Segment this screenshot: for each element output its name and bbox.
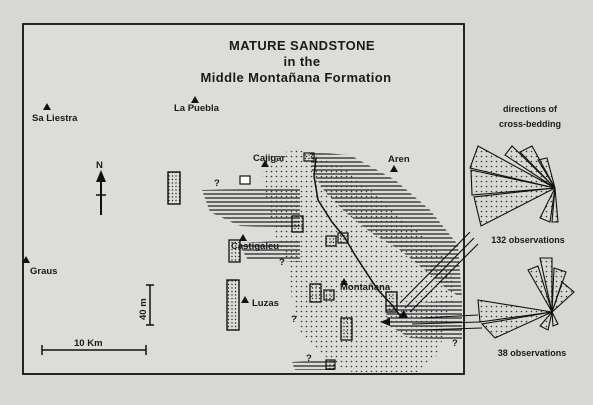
question-mark: ? [291,314,297,325]
horizontal-scale-label: 10 Km [74,338,103,349]
place-label-aren: Aren [388,154,410,165]
vertical-scale-label: 40 m [138,298,149,320]
sandstone-boundary-line [313,157,403,319]
location-marker [380,318,390,326]
hatched-area-castigaleu [238,240,300,262]
column-symbol [239,175,251,185]
question-mark: ? [214,178,220,189]
column-symbol [323,289,335,301]
north-label: N [96,160,103,171]
map-title-line2: in the [283,54,320,69]
column-symbol [385,291,398,313]
question-mark: ? [306,353,312,364]
rose-heading-line1: directions of [503,104,558,114]
rose1-observations-label: 132 observations [491,235,565,245]
direction-arrows [399,231,483,331]
column-symbol [309,283,322,303]
column-symbol [340,317,353,341]
place-label-castigaleu: Castigaleu [231,241,279,252]
column-symbol [228,239,241,263]
question-mark: ? [452,338,458,349]
column-symbol [291,215,304,233]
rose2-observations-label: 38 observations [498,348,567,358]
map-title-line1: MATURE SANDSTONE [229,38,375,53]
place-label-cajigar: Cajigar [253,153,286,164]
hatched-area-east [310,152,462,298]
place-label-graus: Graus [30,266,57,277]
column-symbol [337,232,349,244]
triangle-marker-luzas [241,296,249,303]
rose-heading-line2: cross-bedding [499,119,561,129]
column-symbol [167,171,181,205]
place-label-sa-liestra: Sa Liestra [32,113,78,124]
hatched-area-west [202,188,300,228]
triangle-marker-sa-liestra [43,103,51,110]
triangle-marker-aren [390,165,398,172]
location-marker [398,310,408,318]
place-label-montanana: Montañana [340,282,391,293]
place-label-luzas: Luzas [252,298,279,309]
column-symbols [167,152,398,370]
map-title-line3: Middle Montañana Formation [201,70,392,85]
hatched-area-southeast [385,300,462,340]
vertical-scale-bar [146,284,154,326]
triangle-marker-castigaleu [239,234,247,241]
column-symbol [325,235,337,247]
triangle-marker-graus [22,256,30,263]
triangle-marker-cajigar [261,160,269,167]
triangle-marker-la-puebla [191,96,199,103]
place-label-la-puebla: La Puebla [174,103,220,114]
rose-diagram-1 [469,145,559,227]
north-arrow-icon [96,170,106,215]
rose-diagram-2 [477,257,575,339]
column-symbol [303,152,315,162]
column-symbol [325,359,336,370]
question-mark: ? [279,257,285,268]
horizontal-scale-bar [41,345,147,355]
column-symbol [226,279,240,331]
hatched-area-south [292,360,335,370]
triangle-marker-montanana [340,278,348,285]
